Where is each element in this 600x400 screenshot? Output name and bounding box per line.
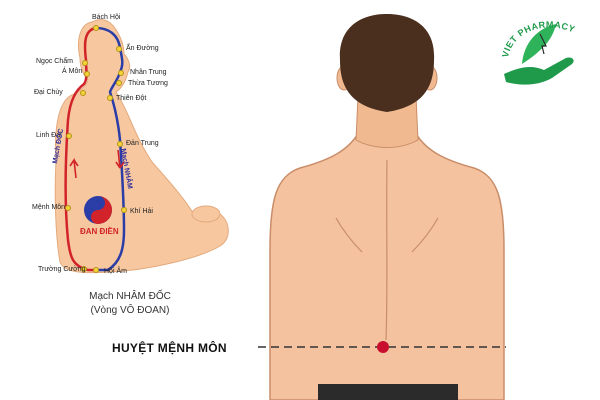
left-scapula xyxy=(335,217,363,253)
point-label-linh-dai: Linh Đài xyxy=(36,132,62,139)
point-dot-thua-tuong xyxy=(116,80,122,86)
dan-dien-label: ĐAN ĐIỀN xyxy=(80,227,119,236)
menh-mon-point xyxy=(377,341,389,353)
meridian-caption: Mạch NHÂM ĐỐC (Vòng VÔ ĐOAN) xyxy=(60,290,200,318)
point-dot-bach-hoi xyxy=(93,25,99,31)
acupoint-title: HUYỆT MỆNH MÔN xyxy=(112,341,227,355)
point-label-dan-trung: Đản Trung xyxy=(126,140,159,147)
point-label-ngoc-cham: Ngọc Chẩm xyxy=(36,58,73,65)
point-label-a-mon: Á Môn xyxy=(62,68,83,75)
point-dot-nhan-trung xyxy=(118,70,124,76)
point-dot-ngoc-cham xyxy=(82,60,88,66)
neck xyxy=(355,95,419,148)
point-label-hoi-am: Hội Âm xyxy=(104,268,127,275)
point-dot-thien-dot xyxy=(107,95,113,101)
brand-logo: VIET PHARMACY xyxy=(500,19,576,85)
point-label-bach-hoi: Bách Hội xyxy=(92,14,121,21)
spine-line xyxy=(385,159,388,341)
hair xyxy=(339,14,435,112)
point-dot-dan-trung xyxy=(117,141,123,147)
point-dot-dai-chuy xyxy=(80,90,86,96)
point-label-thien-dot: Thiên Đột xyxy=(116,95,147,102)
point-label-truong-cuong: Trường Cường xyxy=(38,266,86,273)
meridian-figure xyxy=(54,19,229,274)
point-dot-truong-cuong xyxy=(81,266,87,272)
caption-subtitle: (Vòng VÔ ĐOAN) xyxy=(90,305,170,316)
point-label-nhan-trung: Nhân Trung xyxy=(130,69,167,76)
point-label-menh-mon: Mệnh Môn xyxy=(32,204,66,211)
point-label-thua-tuong: Thừa Tương xyxy=(128,80,168,87)
arrow-nham xyxy=(115,149,125,169)
point-dot-linh-dai xyxy=(66,133,72,139)
point-dot-a-mon xyxy=(84,71,90,77)
arrow-doc xyxy=(69,157,79,179)
point-dot-hoi-am xyxy=(93,267,99,273)
point-label-khi-hai: Khí Hải xyxy=(130,208,153,215)
point-dot-an-duong xyxy=(116,46,122,52)
waistband xyxy=(318,384,458,400)
point-label-dai-chuy: Đại Chùy xyxy=(34,89,63,96)
caption-title: Mạch NHÂM ĐỐC xyxy=(89,291,171,302)
point-dot-khi-hai xyxy=(121,207,127,213)
point-label-an-duong: Ấn Đường xyxy=(126,45,159,52)
back-view-figure xyxy=(269,14,505,400)
right-scapula xyxy=(411,217,439,253)
point-dot-menh-mon xyxy=(65,205,71,211)
mach-doc-line xyxy=(64,26,97,272)
